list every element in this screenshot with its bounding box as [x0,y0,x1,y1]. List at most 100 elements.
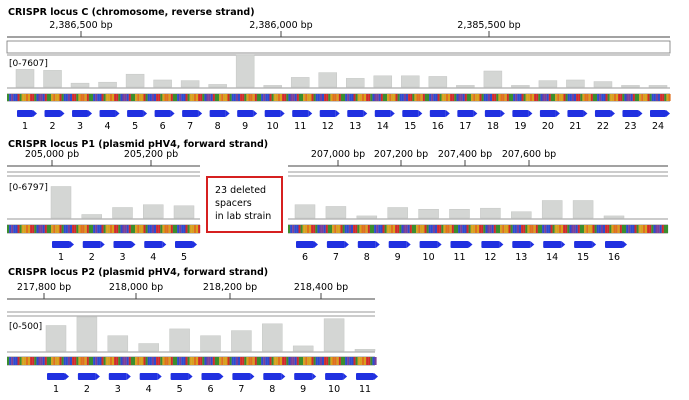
spacer-arrow [250,373,255,380]
sequence-base [172,357,175,365]
sequence-base [147,94,150,101]
spacer-arrow [219,373,224,380]
sequence-base [233,94,236,101]
sequence-base [397,225,400,233]
sequence-base [409,225,412,233]
sequence-base [485,94,488,101]
sequence-base [44,357,47,365]
sequence-base [282,357,285,365]
spacer-arrow [33,110,37,117]
spacer-number: 21 [569,121,581,132]
sequence-base [332,94,335,101]
sequence-base [336,357,339,365]
spacer-bar [481,241,500,248]
sequence-base [17,225,20,233]
ruler-label: 207,000 bp [311,149,365,160]
sequence-base [15,225,18,233]
spacer-arrow [499,241,504,248]
spacer-arrow [65,373,69,380]
sequence-base [244,94,247,101]
sequence-base [315,225,318,233]
sequence-base [288,225,291,233]
sequence-base [579,225,582,233]
sequence-base [349,94,352,101]
sequence-base [246,94,249,101]
sequence-base [124,94,127,101]
sequence-base [46,94,49,101]
sequence-base [296,357,299,365]
coverage-bar [511,85,530,88]
sequence-base [521,94,524,101]
sequence-base [116,94,119,101]
sequence-base [168,94,171,101]
sequence-base [259,357,262,365]
sequence-base [25,225,28,233]
sequence-base [263,94,266,101]
sequence-base [139,225,142,233]
deletion-note-line: spacers [215,198,252,209]
sequence-base [95,225,98,233]
sequence-base [575,225,578,233]
sequence-base [607,94,610,101]
sequence-base [70,225,73,233]
sequence-base [193,357,196,365]
sequence-base [663,225,666,233]
sequence-base [189,94,192,101]
sequence-base [212,94,215,101]
coverage-bar [98,81,117,88]
sequence-base [172,225,175,233]
sequence-base [306,225,309,233]
sequence-base [552,225,555,233]
sequence-base [523,94,526,101]
sequence-base [443,225,446,233]
sequence-base [477,94,480,101]
spacer-number: 8 [364,252,370,263]
coverage-bar [572,200,594,219]
spacer-number: 17 [459,121,471,132]
spacer-bar [139,373,158,380]
sequence-base [118,94,121,101]
coverage-bar [235,54,255,88]
sequence-base [653,94,656,101]
sequence-base [193,94,196,101]
sequence-base [420,225,423,233]
spacer-number: 4 [150,252,156,263]
sequence-base [34,94,37,101]
sequence-base [38,357,41,365]
coverage-bar [173,205,195,219]
sequence-base [424,225,427,233]
sequence-base [120,94,123,101]
ruler-label: 207,400 bp [438,149,492,160]
spacer-number: 2 [84,384,90,395]
spacer-bar [543,241,562,248]
sequence-base [584,94,587,101]
spacer-number: 13 [515,252,527,263]
sequence-base [323,225,326,233]
sequence-base [493,225,496,233]
sequence-base [107,225,110,233]
sequence-base [300,225,303,233]
sequence-base [298,357,301,365]
spacer-number: 6 [160,121,166,132]
sequence-base [479,94,482,101]
sequence-base [93,225,96,233]
panel-title: CRISPR locus C (chromosome, reverse stra… [8,7,255,18]
coverage-bar [180,80,200,88]
spacer-bar [622,110,639,117]
sequence-base [311,357,314,365]
panel-locus-p2: CRISPR locus P2 (plasmid pHV4, forward s… [7,267,378,395]
sequence-base [405,225,408,233]
sequence-base [603,94,606,101]
sequence-base [571,94,574,101]
sequence-base [294,225,297,233]
sequence-base [32,357,35,365]
sequence-base [307,94,310,101]
sequence-base [315,357,318,365]
spacer-bar [319,110,336,117]
sequence-base [519,225,522,233]
spacer-bar [325,373,344,380]
sequence-base [542,94,545,101]
sequence-base [621,225,624,233]
sequence-track [7,93,671,102]
sequence-base [122,94,125,101]
